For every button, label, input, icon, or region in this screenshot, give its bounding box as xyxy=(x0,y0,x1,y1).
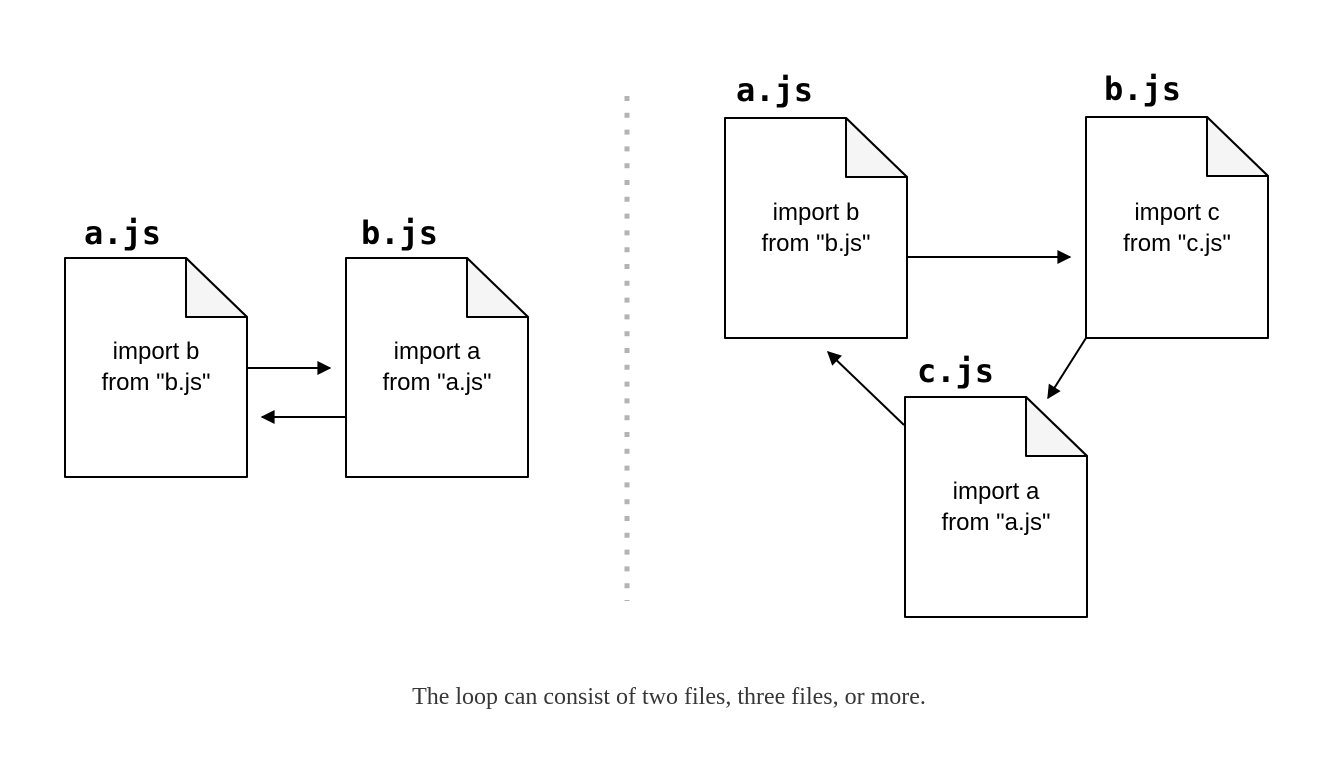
file-content-right-c: import a from "a.js" xyxy=(905,476,1087,538)
arrow-right-c-to-a xyxy=(826,351,905,426)
file-content-left-b: import a from "a.js" xyxy=(346,336,528,398)
fold-corner-right-c xyxy=(1025,396,1088,457)
import-line: import c xyxy=(1134,199,1220,226)
caption-text: The loop can consist of two files, three… xyxy=(412,684,926,710)
import-line: import a xyxy=(952,478,1040,505)
from-line: from "a.js" xyxy=(382,369,492,396)
from-line: from "b.js" xyxy=(101,369,211,396)
from-line: from "a.js" xyxy=(941,509,1051,536)
import-line: import a xyxy=(393,338,481,365)
file-title-right-b: b.js xyxy=(1104,70,1182,108)
file-title-right-c: c.js xyxy=(917,352,995,390)
fold-corner-right-b xyxy=(1206,116,1269,177)
from-line: from "b.js" xyxy=(761,230,871,257)
from-line: from "c.js" xyxy=(1123,230,1231,257)
fold-corner-left-a xyxy=(185,257,248,318)
file-content-left-a: import b from "b.js" xyxy=(65,336,247,398)
import-line: import b xyxy=(112,338,200,365)
arrow-right-b-to-c xyxy=(1047,337,1087,400)
file-content-right-a: import b from "b.js" xyxy=(725,197,907,259)
file-content-right-b: import c from "c.js" xyxy=(1086,197,1268,259)
fold-corner-right-a xyxy=(845,117,908,178)
file-title-right-a: a.js xyxy=(736,71,814,109)
fold-corner-left-b xyxy=(466,257,529,318)
file-title-left-a: a.js xyxy=(84,214,162,252)
file-title-left-b: b.js xyxy=(361,214,439,252)
import-line: import b xyxy=(772,199,860,226)
